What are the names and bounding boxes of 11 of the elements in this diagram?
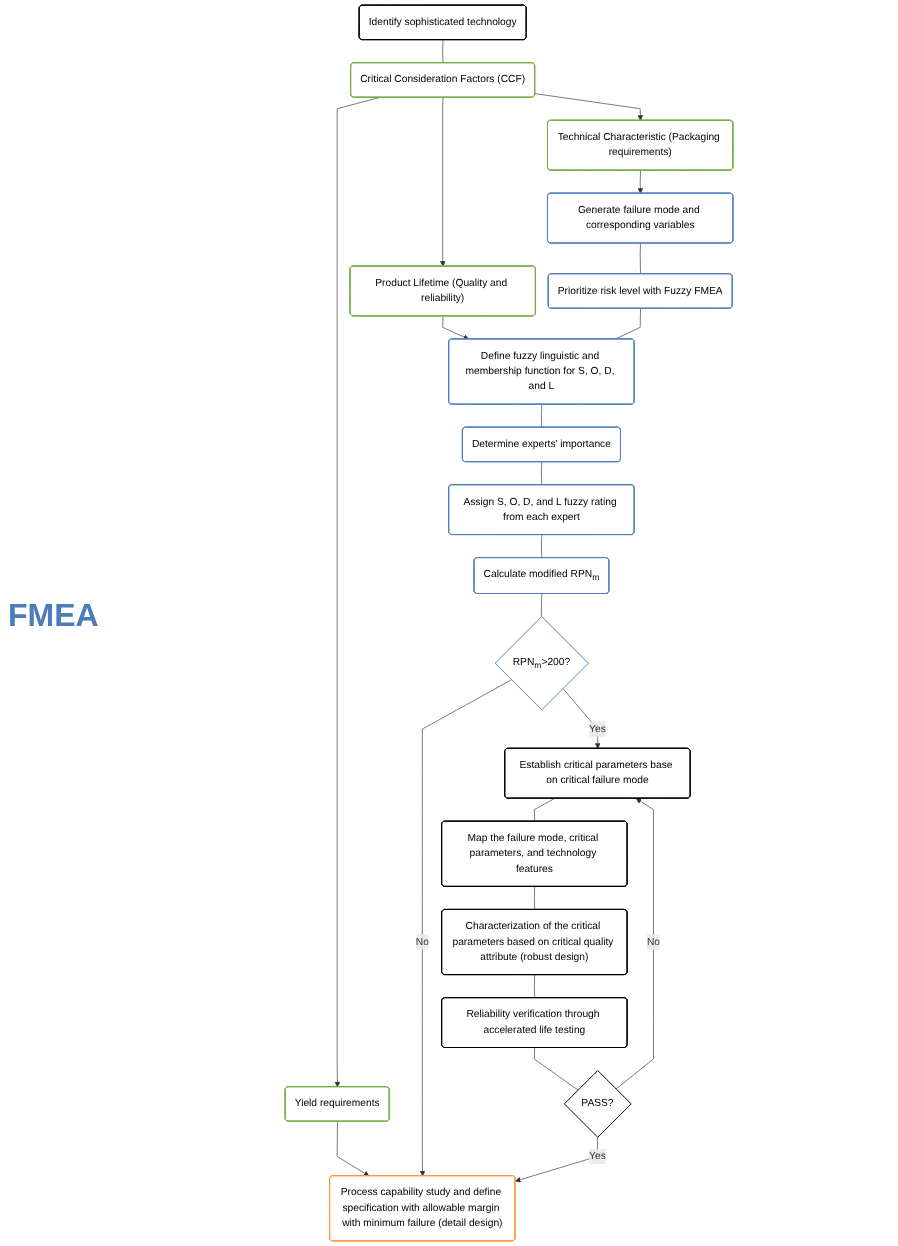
connector — [534, 886, 535, 911]
connector — [541, 461, 543, 486]
connector — [534, 1047, 579, 1091]
connector — [534, 974, 535, 999]
side-label: FMEA — [8, 600, 99, 636]
connector — [639, 243, 641, 275]
connector — [541, 404, 543, 428]
connector — [442, 39, 444, 64]
connector — [534, 798, 555, 822]
connector — [541, 534, 543, 559]
connector — [541, 593, 543, 617]
